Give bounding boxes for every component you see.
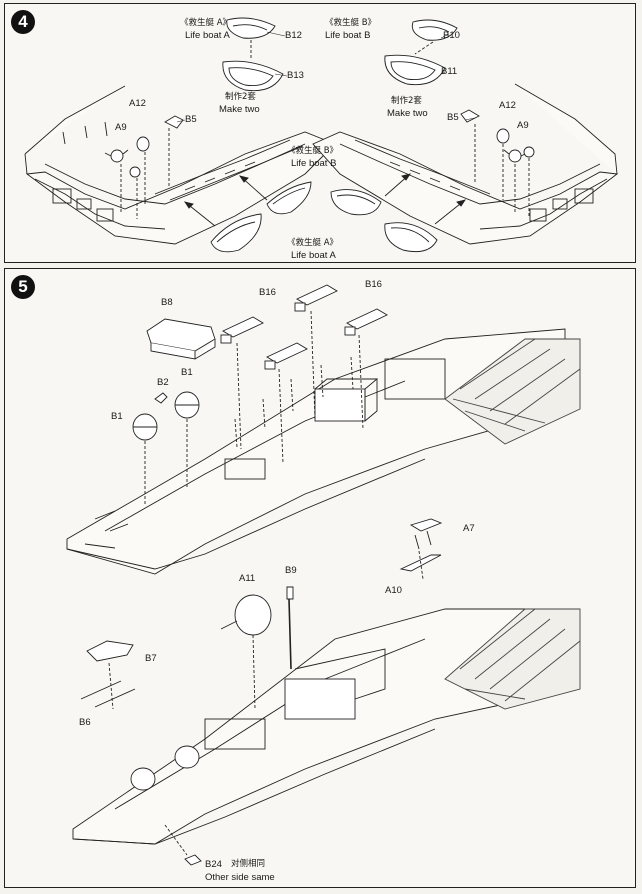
part-label-b16-left: B16 [259, 287, 276, 298]
part-label-b7: B7 [145, 653, 157, 664]
part-label-a9-left: A9 [115, 122, 127, 133]
parts-b7-b6 [80, 640, 136, 708]
lifeboat-b10 [411, 19, 458, 41]
part-label-b10: B10 [443, 30, 460, 41]
part-label-a7: A7 [463, 523, 475, 534]
lifeboat-a-right [384, 222, 438, 253]
lifeboat-b-label-top: Life boat B [325, 30, 371, 41]
part-label-a10: A10 [385, 585, 402, 596]
other-side-same-cn-label: 对侧相同 [231, 859, 266, 869]
step-4-panel: 4 [4, 3, 636, 263]
parts-b1 [132, 391, 200, 441]
lifeboat-a-cn-label-top: 《救生艇 A》 [180, 18, 232, 28]
hull-left-section [24, 85, 336, 245]
part-label-b1-top: B1 [181, 367, 193, 378]
part-label-b5-left: B5 [185, 114, 197, 125]
step-4-number: 4 [11, 10, 35, 34]
lifeboat-b-left [266, 181, 312, 215]
lifeboat-a-label-top: Life boat A [185, 30, 230, 41]
make-two-label-left: Make two [219, 104, 260, 115]
make-two-cn-label-right: 制作2套 [391, 96, 422, 106]
part-label-b11: B11 [441, 66, 458, 77]
lifeboat-b-right [330, 189, 382, 216]
step-5-number: 5 [11, 275, 35, 299]
assembly-lines-step5 [108, 310, 424, 856]
make-two-label-right: Make two [387, 108, 428, 119]
part-label-b8: B8 [161, 297, 173, 308]
part-label-a12-left: A12 [129, 98, 146, 109]
part-label-a11: A11 [239, 573, 256, 584]
lifeboat-b13 [222, 60, 284, 92]
part-label-b13: B13 [287, 70, 304, 81]
part-label-a9-right: A9 [517, 120, 529, 131]
lifeboat-b-cn-label-top: 《救生艇 B》 [325, 18, 377, 28]
lower-turrets [130, 745, 200, 791]
part-a11 [220, 594, 272, 636]
step-5-drawing [66, 284, 581, 866]
part-b8 [146, 318, 216, 360]
part-label-b6: B6 [79, 717, 91, 728]
upper-deck-grid [444, 338, 581, 445]
part-label-b2: B2 [157, 377, 169, 388]
lifeboat-a-label-mid: Life boat A [291, 250, 336, 261]
part-b24 [184, 854, 202, 866]
lower-deck-grid [444, 608, 581, 710]
part-b2 [154, 392, 168, 404]
lifeboat-b-label-mid: Life boat B [291, 158, 337, 169]
assembly-lines-top [250, 40, 434, 60]
lifeboat-a-cn-label-mid: 《救生艇 A》 [287, 238, 339, 248]
part-label-b12: B12 [285, 30, 302, 41]
other-side-same-label: Other side same [205, 872, 275, 883]
part-label-b24: B24 [205, 859, 222, 870]
fittings-right [460, 109, 535, 216]
step-5-panel: 5 [4, 268, 636, 888]
lifeboat-b11 [384, 54, 446, 86]
lifeboat-b12 [226, 17, 276, 39]
leader-lines-step4 [176, 31, 476, 123]
part-label-b5-right: B5 [447, 112, 459, 123]
part-label-a12-right: A12 [499, 100, 516, 111]
hull-right-section [312, 83, 619, 245]
fittings-left [104, 115, 184, 219]
part-label-b1-left: B1 [111, 411, 123, 422]
part-label-b9: B9 [285, 565, 297, 576]
lower-ship-bow [72, 586, 576, 845]
lifeboat-b-cn-label-mid: 《救生艇 B》 [287, 146, 339, 156]
step-4-drawing [24, 17, 619, 253]
make-two-cn-label-left: 制作2套 [225, 92, 256, 102]
parts-b16 [220, 284, 388, 370]
arrows-step4 [183, 173, 467, 227]
part-label-b16-right: B16 [365, 279, 382, 290]
lifeboat-a-left [210, 213, 262, 253]
